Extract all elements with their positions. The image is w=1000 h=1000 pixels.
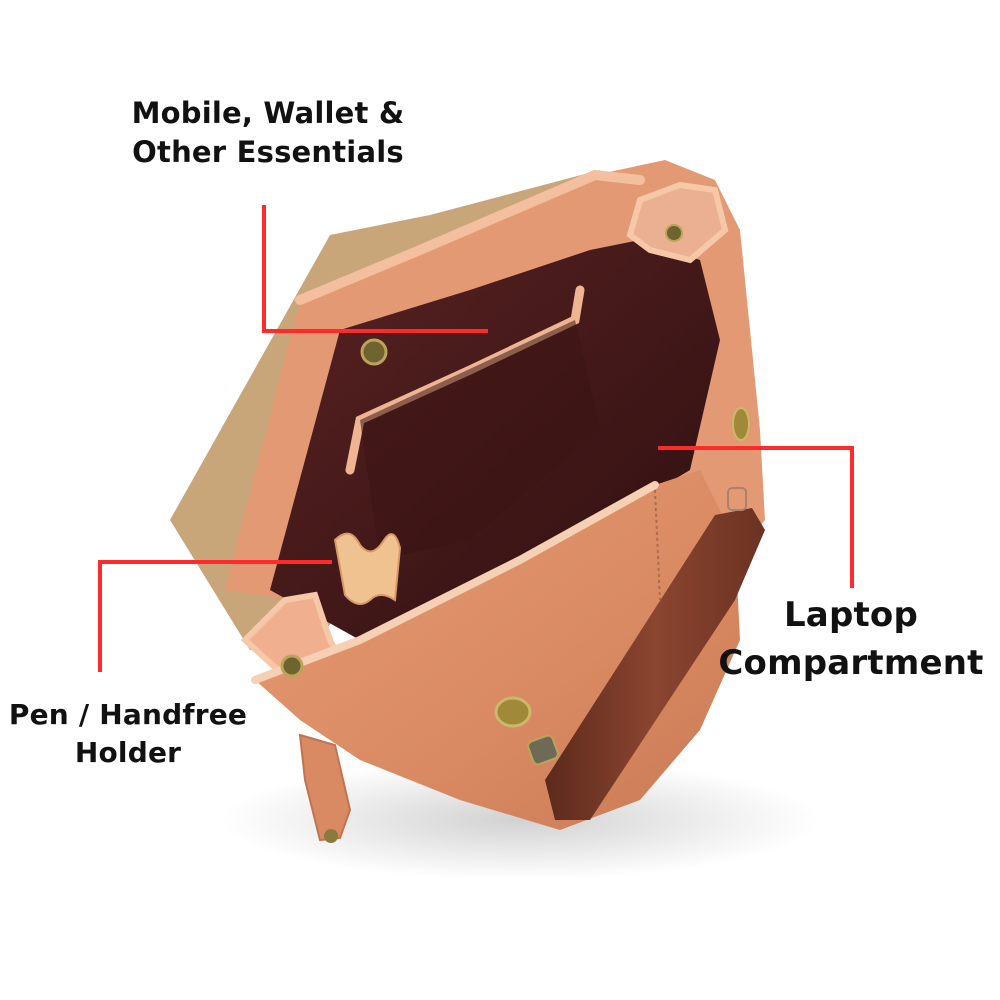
callout-label-mobile-wallet: Mobile, Wallet & Other Essentials	[118, 94, 418, 172]
callout-line-pen-horizontal	[98, 560, 332, 564]
callout-label-line: Laptop	[783, 595, 919, 635]
snap-button-icon	[494, 696, 532, 728]
inner-pocket-body	[360, 320, 600, 560]
snap-button-icon	[280, 654, 304, 678]
callout-line-mobile-horizontal	[262, 329, 488, 333]
right-gusset	[626, 181, 729, 264]
callout-label-line: Other Essentials	[132, 135, 404, 170]
d-ring-icon	[727, 487, 747, 511]
callout-label-line: Holder	[74, 735, 182, 769]
pen-loops	[333, 532, 402, 605]
callout-line-laptop-horizontal	[658, 446, 854, 450]
callout-label-line: Mobile, Wallet &	[131, 96, 405, 130]
callout-line-laptop-vertical	[850, 446, 854, 588]
snap-button-icon	[360, 338, 388, 366]
top-handle	[545, 508, 765, 820]
buckle-icon	[324, 829, 338, 843]
callout-line-mobile-vertical	[262, 205, 266, 333]
callout-label-line: Compartment	[718, 642, 984, 683]
snap-button-icon	[732, 407, 750, 441]
callout-line-pen-vertical	[98, 560, 102, 672]
snap-button-icon	[665, 224, 683, 242]
callout-label-pen-holder: Pen / Handfree Holder	[0, 696, 256, 772]
d-ring-icon	[527, 734, 559, 766]
top-rim	[295, 169, 645, 305]
front-rim	[251, 481, 659, 684]
callout-label-line: Pen / Handfree	[8, 698, 248, 731]
shoulder-strap	[298, 733, 352, 842]
callout-label-laptop-compartment: Laptop Compartment	[706, 592, 996, 687]
front-seam	[654, 489, 661, 601]
bag-shadow	[220, 760, 820, 880]
